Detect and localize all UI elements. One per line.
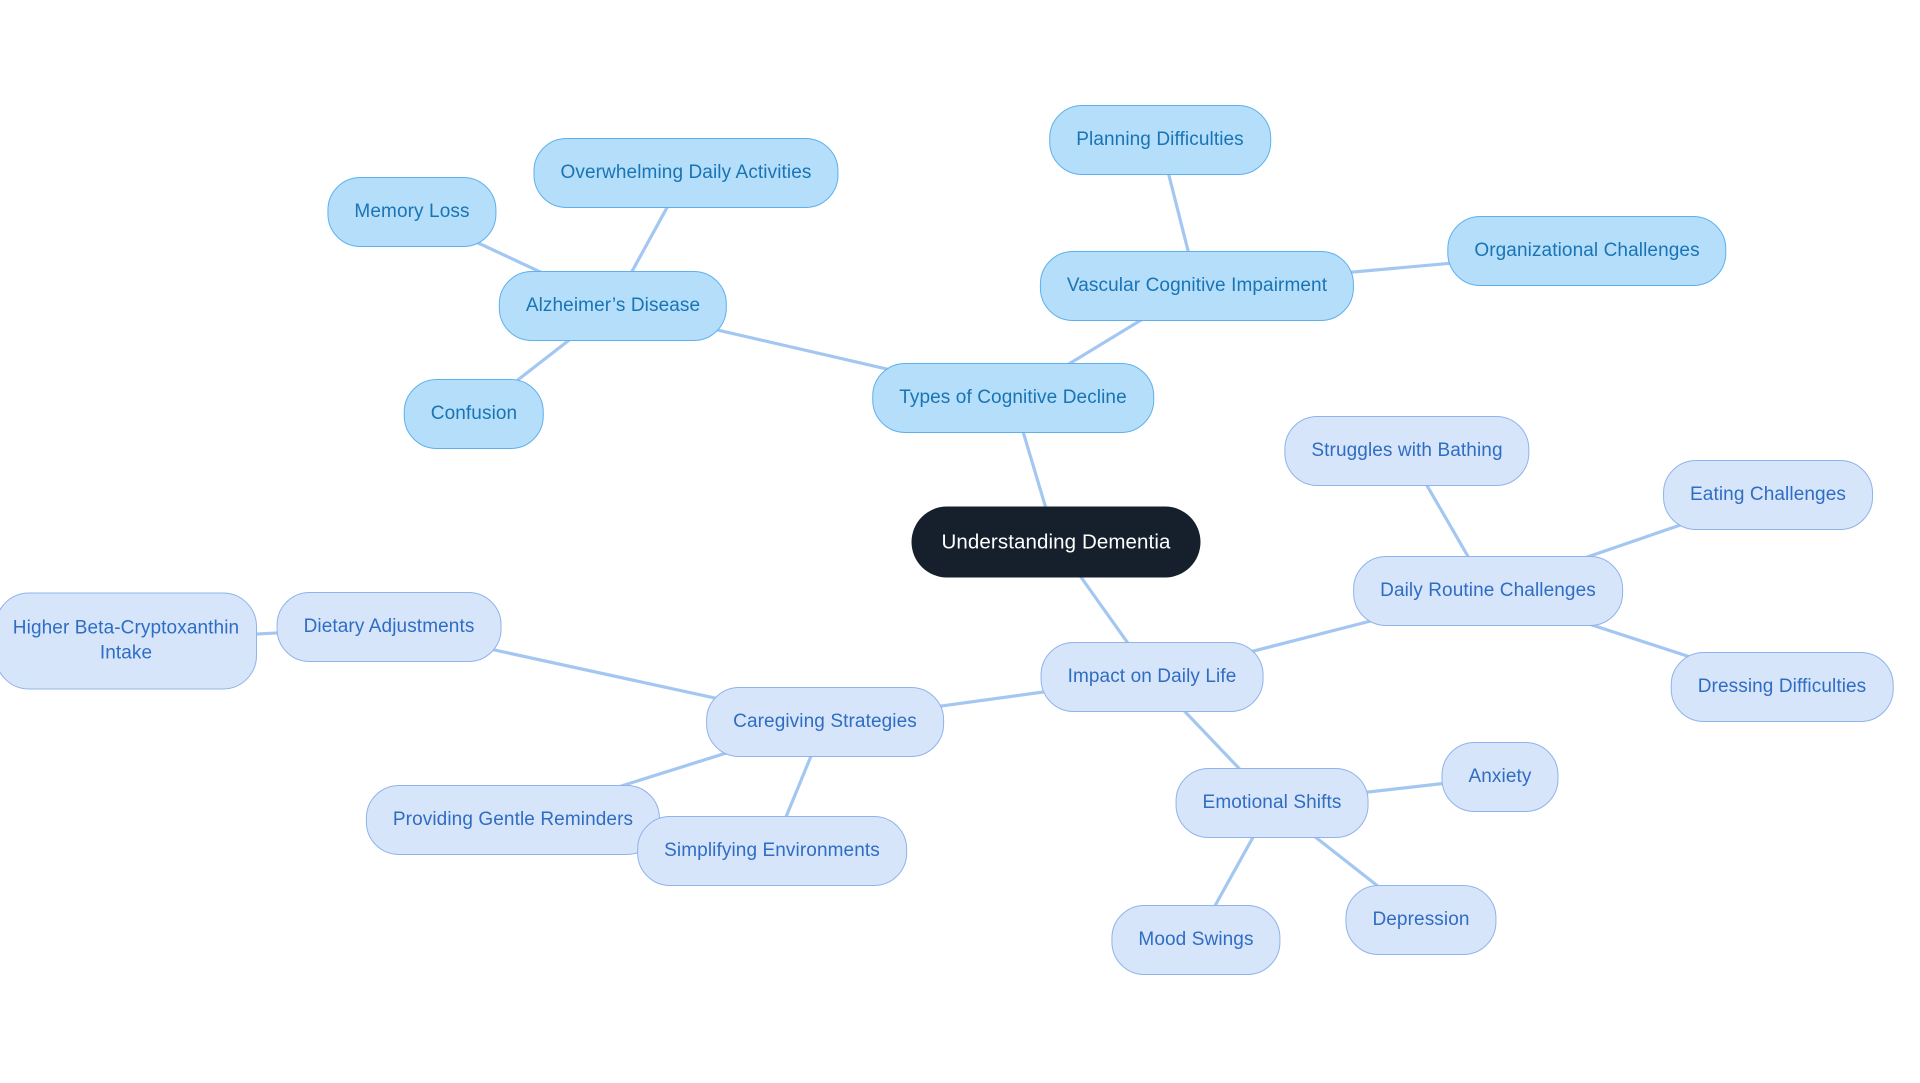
node-struggles-with-bathing[interactable]: Struggles with Bathing	[1284, 416, 1530, 486]
node-eating-challenges[interactable]: Eating Challenges	[1663, 460, 1873, 530]
node-dietary-adjustments[interactable]: Dietary Adjustments	[276, 592, 502, 662]
node-understanding-dementia[interactable]: Understanding Dementia	[911, 506, 1201, 578]
node-providing-gentle-reminders[interactable]: Providing Gentle Reminders	[365, 785, 661, 855]
node-memory-loss[interactable]: Memory Loss	[327, 177, 497, 247]
node-types-of-cognitive-decline[interactable]: Types of Cognitive Decline	[872, 363, 1154, 433]
node-dressing-difficulties[interactable]: Dressing Difficulties	[1670, 652, 1894, 722]
node-planning-difficulties[interactable]: Planning Difficulties	[1049, 105, 1271, 175]
node-overwhelming-daily-activities[interactable]: Overwhelming Daily Activities	[533, 138, 839, 208]
node-simplifying-environments[interactable]: Simplifying Environments	[637, 816, 907, 886]
node-anxiety[interactable]: Anxiety	[1441, 742, 1559, 812]
node-confusion[interactable]: Confusion	[403, 379, 545, 449]
node-emotional-shifts[interactable]: Emotional Shifts	[1175, 768, 1369, 838]
node-mood-swings[interactable]: Mood Swings	[1111, 905, 1281, 975]
node-depression[interactable]: Depression	[1345, 885, 1497, 955]
node-vascular-cognitive-impairment[interactable]: Vascular Cognitive Impairment	[1039, 251, 1355, 321]
node-organizational-challenges[interactable]: Organizational Challenges	[1447, 216, 1727, 286]
node-daily-routine-challenges[interactable]: Daily Routine Challenges	[1353, 556, 1623, 626]
node-impact-on-daily-life[interactable]: Impact on Daily Life	[1040, 642, 1264, 712]
node-caregiving-strategies[interactable]: Caregiving Strategies	[706, 687, 944, 757]
node-alzheimers-disease[interactable]: Alzheimer’s Disease	[498, 271, 728, 341]
node-higher-beta-cryptoxanthin-intake[interactable]: Higher Beta-Cryptoxanthin Intake	[0, 592, 257, 690]
